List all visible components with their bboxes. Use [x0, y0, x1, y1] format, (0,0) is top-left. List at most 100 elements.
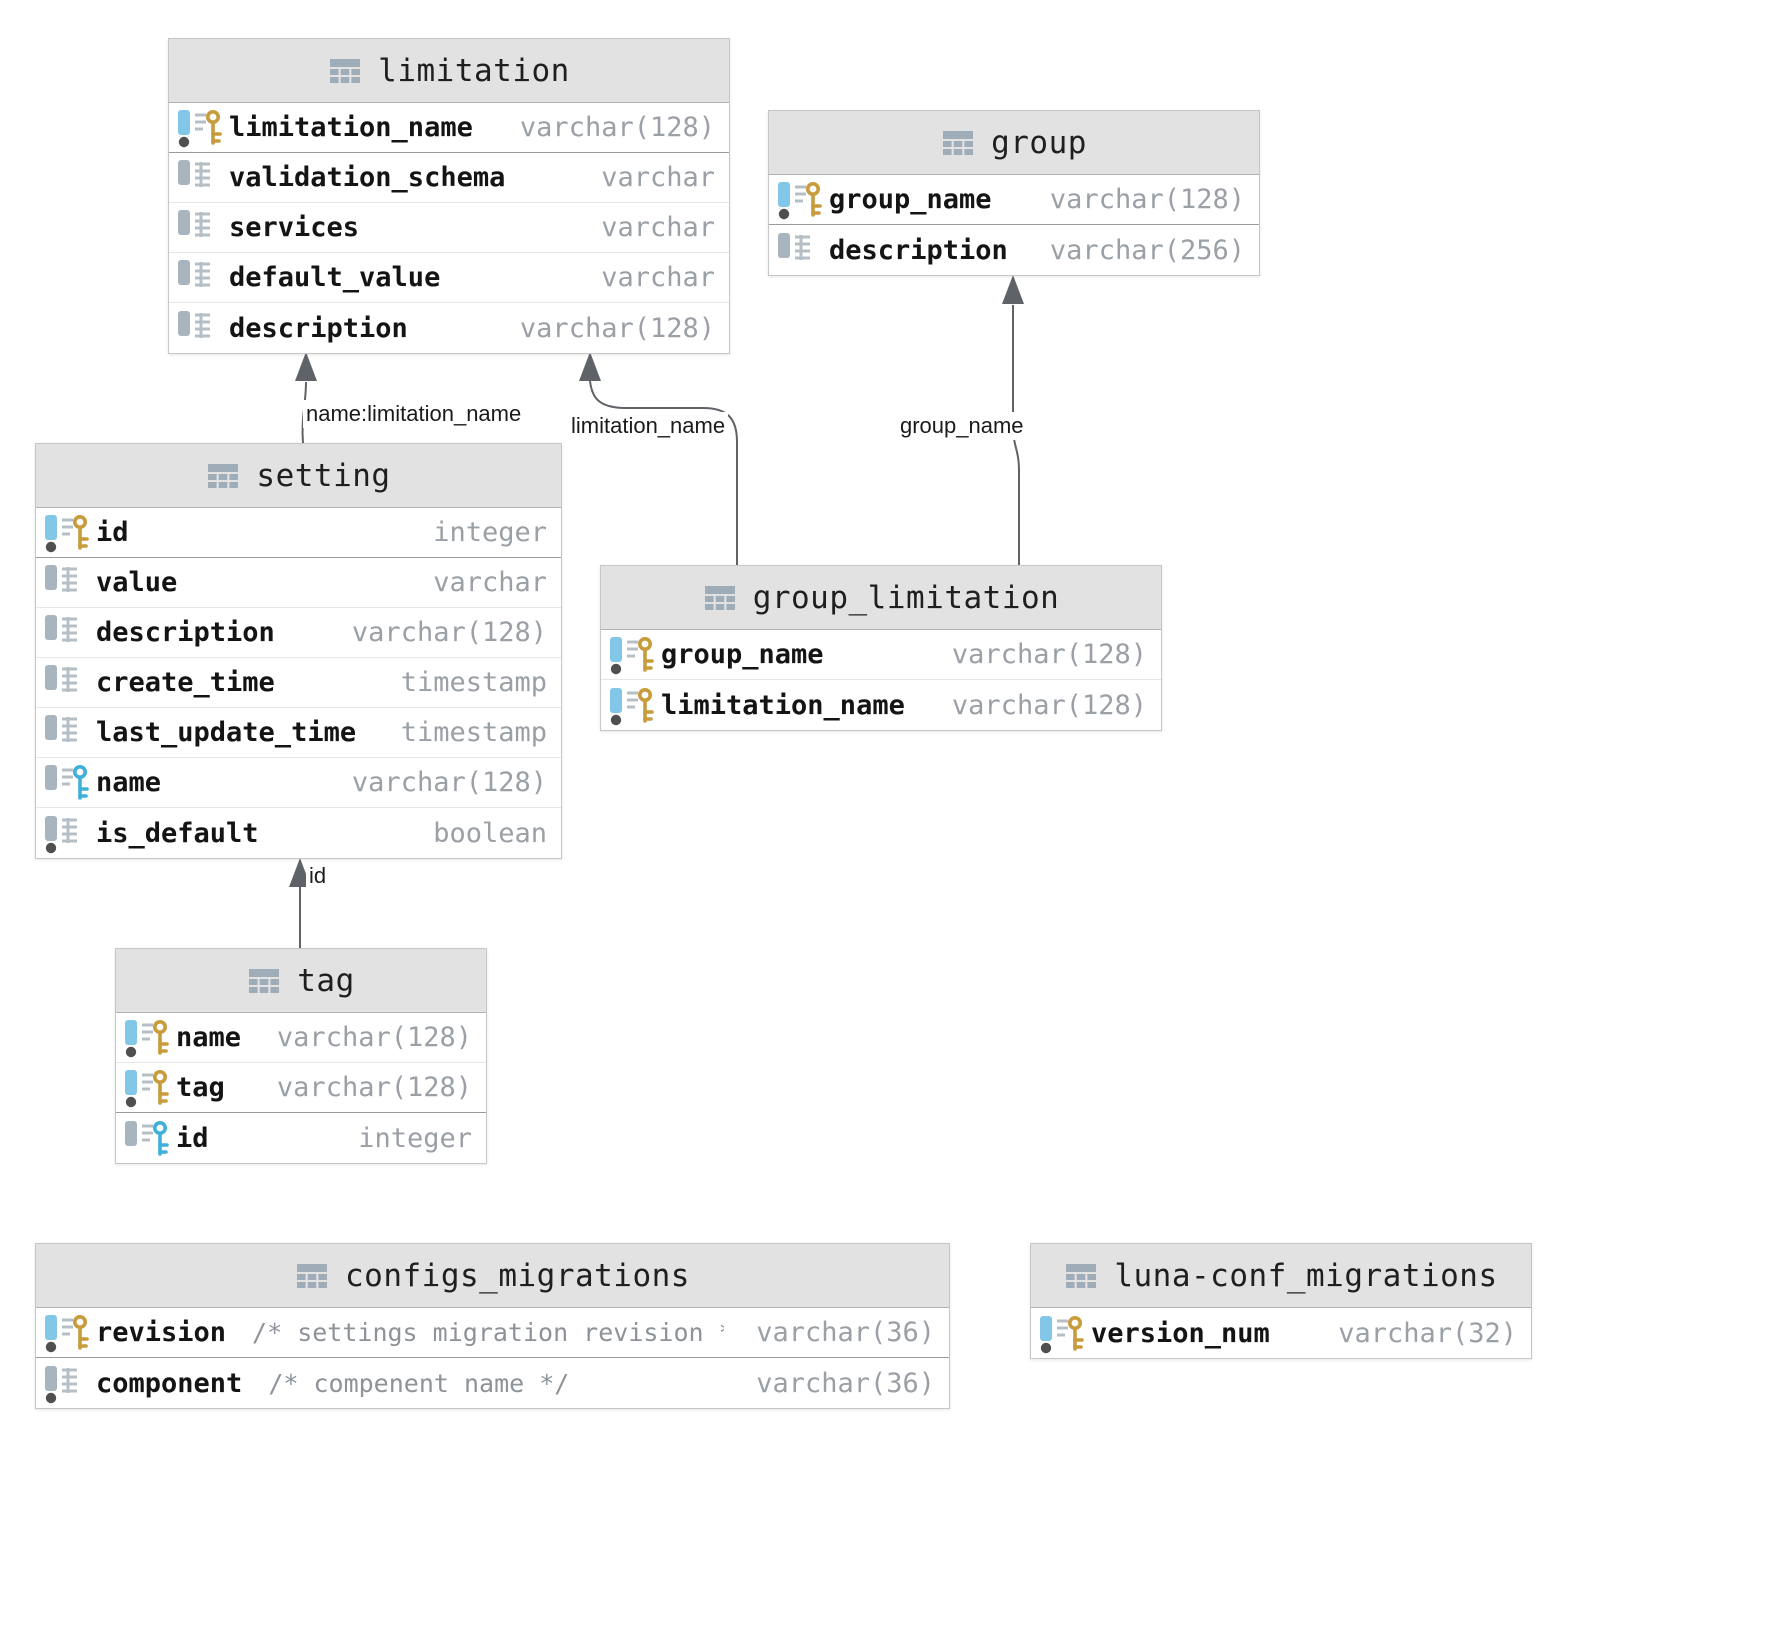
table-header[interactable]: luna-conf_migrations	[1031, 1244, 1531, 1308]
column-name: component	[96, 1367, 243, 1399]
primary-key-icon	[777, 179, 823, 220]
table-header[interactable]: group_limitation	[601, 566, 1161, 630]
table-configs-migrations[interactable]: configs_migrations revision/* settings mi…	[35, 1243, 950, 1409]
table-header[interactable]: tag	[116, 949, 486, 1013]
column-type: timestamp	[400, 717, 547, 748]
column-name: services	[229, 212, 360, 243]
column-name: value	[96, 567, 178, 598]
table-header[interactable]: limitation	[169, 39, 729, 103]
table-group[interactable]: group group_name varchar(128) description va…	[768, 110, 1260, 276]
column-type: varchar(36)	[756, 1367, 935, 1399]
column-name: limitation_name	[229, 112, 473, 143]
primary-key-icon	[124, 1067, 170, 1108]
column-name: version_num	[1091, 1317, 1270, 1349]
column-type: varchar	[601, 212, 715, 243]
column-type: varchar	[433, 567, 547, 598]
column-row[interactable]: description varchar(256)	[769, 225, 1259, 275]
primary-key-icon	[177, 107, 223, 148]
column-icon	[44, 612, 90, 653]
column-row[interactable]: services varchar	[169, 203, 729, 253]
table-title: limitation	[378, 52, 570, 89]
column-icon	[44, 562, 90, 603]
primary-key-icon	[124, 1017, 170, 1058]
edge-line-grouplimitation-limitation	[589, 380, 738, 566]
column-name: limitation_name	[661, 689, 905, 721]
edge-label: id	[306, 862, 330, 890]
primary-key-icon	[1039, 1313, 1085, 1354]
table-title: tag	[297, 962, 355, 999]
column-name: id	[96, 517, 129, 548]
column-icon	[177, 308, 223, 349]
column-type: varchar(128)	[951, 689, 1147, 721]
column-row[interactable]: limitation_name varchar(128)	[601, 680, 1161, 730]
column-name: is_default	[96, 817, 259, 849]
table-icon	[295, 1261, 329, 1291]
table-icon	[1064, 1261, 1098, 1291]
column-name: description	[829, 234, 1008, 266]
column-type: integer	[433, 517, 547, 548]
table-icon	[328, 56, 362, 86]
column-type: timestamp	[400, 667, 547, 698]
column-row[interactable]: id integer	[36, 508, 561, 558]
column-icon	[177, 157, 223, 198]
primary-key-icon	[609, 634, 655, 675]
table-header[interactable]: group	[769, 111, 1259, 175]
column-type: varchar(128)	[351, 767, 547, 798]
column-name: description	[96, 617, 275, 648]
column-row[interactable]: name varchar(128)	[36, 758, 561, 808]
primary-key-icon	[44, 1312, 90, 1353]
column-name: tag	[176, 1072, 225, 1103]
column-row[interactable]: group_name varchar(128)	[769, 175, 1259, 225]
column-type: varchar(256)	[1049, 234, 1245, 266]
table-title: group	[991, 124, 1087, 161]
table-title: setting	[256, 457, 391, 494]
table-header[interactable]: configs_migrations	[36, 1244, 949, 1308]
column-icon	[44, 662, 90, 703]
column-row[interactable]: revision/* settings migration revision *…	[36, 1308, 949, 1358]
column-type: varchar(128)	[519, 312, 715, 344]
column-name: name	[96, 767, 162, 798]
column-icon	[177, 207, 223, 248]
table-icon	[941, 128, 975, 158]
arrowhead-icon	[295, 352, 317, 381]
column-comment: /* settings migration revision */	[252, 1318, 725, 1347]
column-type: varchar(128)	[1049, 184, 1245, 215]
column-name: name	[176, 1022, 242, 1053]
primary-key-icon	[609, 685, 655, 726]
column-name: group_name	[829, 184, 992, 215]
edge-label: group_name	[897, 412, 1027, 440]
column-type: varchar	[601, 162, 715, 193]
column-name: id	[176, 1122, 209, 1154]
table-title: configs_migrations	[345, 1257, 690, 1294]
column-row[interactable]: name varchar(128)	[116, 1013, 486, 1063]
table-header[interactable]: setting	[36, 444, 561, 508]
column-row[interactable]: value varchar	[36, 558, 561, 608]
column-type: varchar(128)	[276, 1022, 472, 1053]
table-title: group_limitation	[752, 579, 1060, 616]
edge-label: limitation_name	[568, 412, 729, 440]
column-name: default_value	[229, 262, 441, 293]
column-icon	[177, 257, 223, 298]
column-row[interactable]: component/* compenent name */varchar(36)	[36, 1358, 949, 1408]
primary-key-icon	[44, 512, 90, 553]
column-type: varchar(128)	[951, 639, 1147, 670]
table-icon	[703, 583, 737, 613]
